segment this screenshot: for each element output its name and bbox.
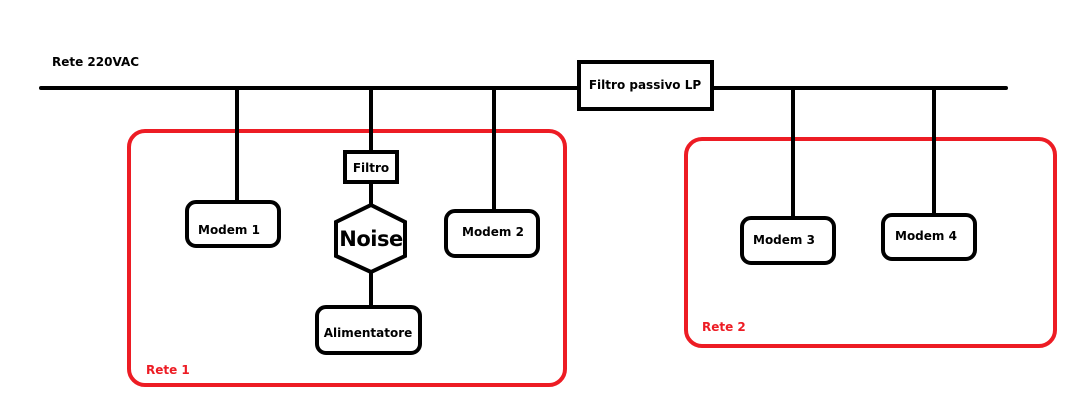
filter-passive-lp-label: Filtro passivo LP bbox=[589, 78, 701, 92]
modem-3: Modem 3 bbox=[740, 216, 836, 265]
modem-1-label: Modem 1 bbox=[198, 223, 260, 237]
modem-3-label: Modem 3 bbox=[753, 233, 815, 247]
modem-4-label: Modem 4 bbox=[895, 229, 957, 243]
filtro-box: Filtro bbox=[343, 150, 399, 184]
modem-1: Modem 1 bbox=[185, 200, 281, 248]
network-label-rete-1: Rete 1 bbox=[146, 363, 190, 377]
bus-label: Rete 220VAC bbox=[52, 55, 139, 69]
modem-4: Modem 4 bbox=[881, 213, 977, 261]
filtro-label: Filtro bbox=[353, 161, 389, 175]
modem-2-label: Modem 2 bbox=[462, 225, 524, 239]
noise-source: Noise bbox=[334, 202, 407, 275]
noise-label: Noise bbox=[339, 227, 403, 251]
alimentatore: Alimentatore bbox=[315, 305, 422, 355]
network-group-rete-2: Rete 2 bbox=[684, 137, 1057, 348]
modem-2: Modem 2 bbox=[444, 209, 540, 258]
network-label-rete-2: Rete 2 bbox=[702, 320, 746, 334]
network-group-rete-1: Rete 1 bbox=[127, 129, 567, 387]
filter-passive-lp: Filtro passivo LP bbox=[577, 60, 714, 111]
alimentatore-label: Alimentatore bbox=[324, 326, 413, 340]
